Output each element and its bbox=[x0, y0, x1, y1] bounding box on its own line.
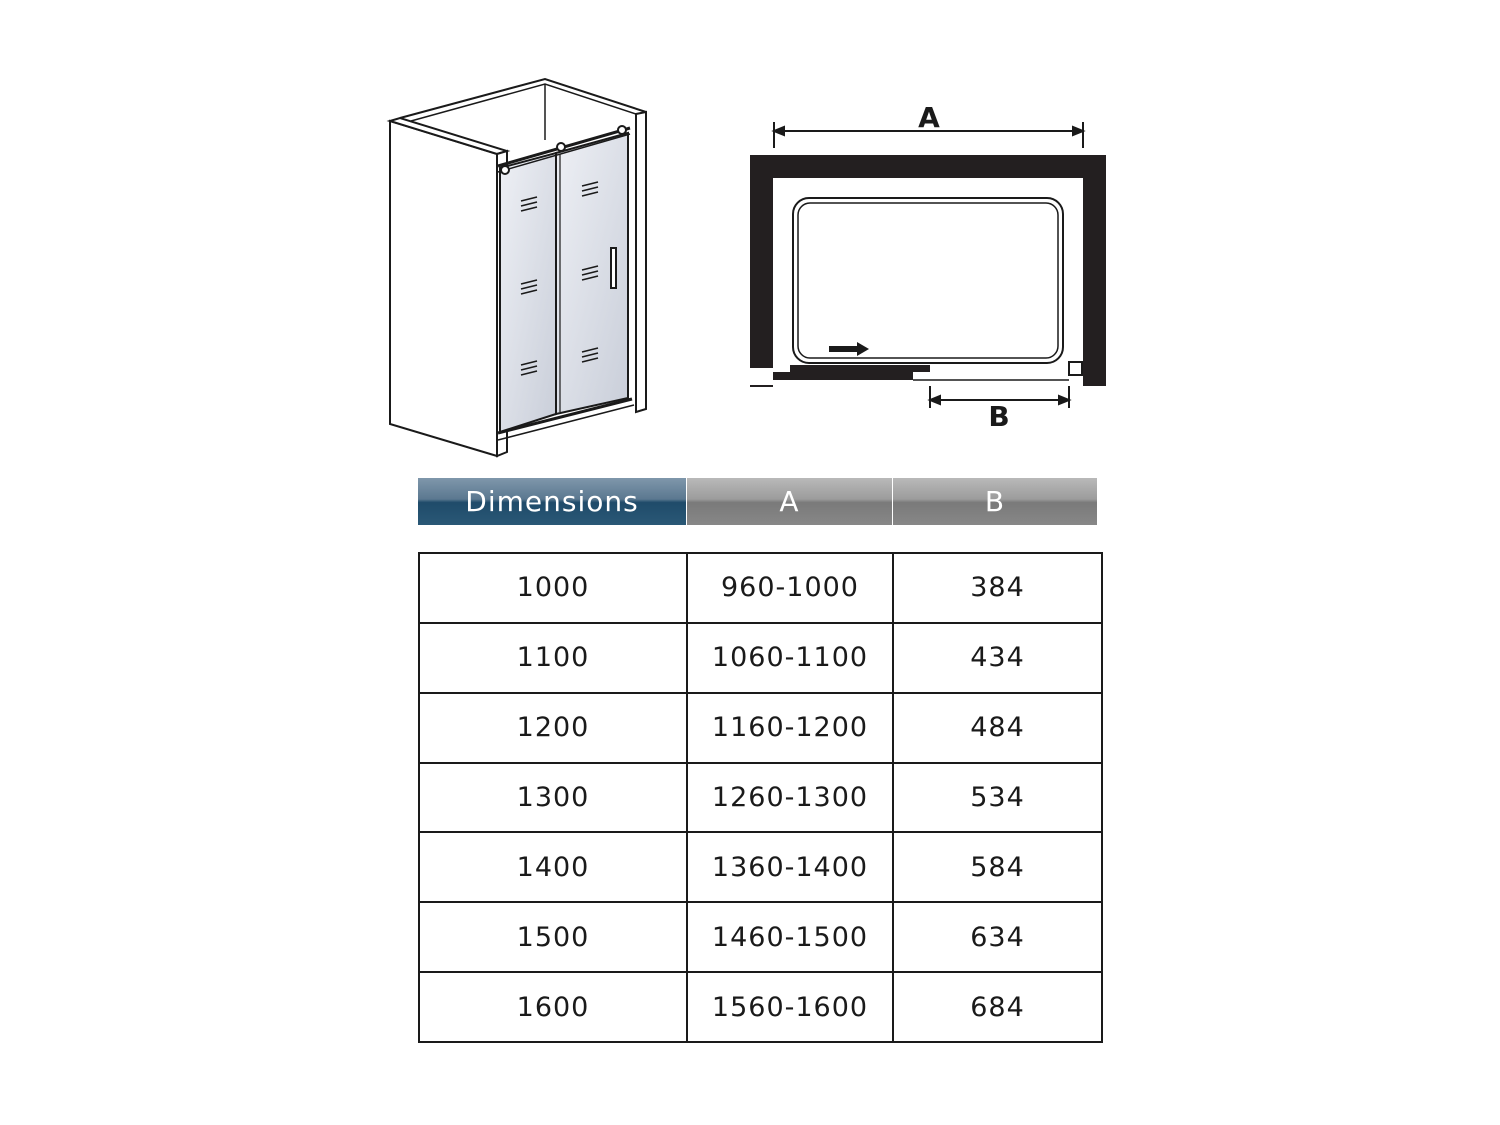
left-wall bbox=[389, 119, 498, 458]
table-row: 1400 1360-1400 584 bbox=[418, 831, 1103, 904]
shower-enclosure-illustration bbox=[386, 77, 647, 458]
cell-dimension: 1500 bbox=[418, 901, 688, 974]
frosted-stripes bbox=[520, 181, 599, 376]
table-row: 1200 1160-1200 484 bbox=[418, 691, 1103, 764]
cell-a: 1560-1600 bbox=[686, 971, 894, 1043]
cell-b: 584 bbox=[892, 831, 1103, 904]
dimension-b-line bbox=[927, 386, 1072, 408]
table-row: 1100 1060-1100 434 bbox=[418, 621, 1103, 694]
cell-b: 634 bbox=[892, 901, 1103, 974]
table-row: 1600 1560-1600 684 bbox=[418, 971, 1103, 1043]
header-dimensions: Dimensions bbox=[418, 478, 686, 525]
cell-b: 434 bbox=[892, 621, 1103, 694]
slide-direction-arrow-icon bbox=[829, 342, 869, 356]
dimension-b-label: B bbox=[988, 400, 1009, 433]
right-wall bbox=[635, 110, 647, 414]
sliding-panel-fixed bbox=[773, 372, 913, 380]
table-row: 1000 960-1000 384 bbox=[418, 552, 1103, 624]
top-view-diagram: A B bbox=[750, 101, 1106, 433]
door-handle bbox=[610, 247, 617, 289]
sliding-panel-door bbox=[790, 365, 930, 372]
dimensions-table: 1000 960-1000 384 1100 1060-1100 434 120… bbox=[418, 552, 1103, 1043]
glass-panel-right bbox=[555, 131, 629, 416]
cell-a: 960-1000 bbox=[686, 552, 894, 624]
cell-a: 1160-1200 bbox=[686, 691, 894, 764]
cell-dimension: 1100 bbox=[418, 621, 688, 694]
shower-tray bbox=[792, 197, 1064, 364]
cell-a: 1060-1100 bbox=[686, 621, 894, 694]
cell-dimension: 1000 bbox=[418, 552, 688, 624]
cell-dimension: 1400 bbox=[418, 831, 688, 904]
cell-b: 684 bbox=[892, 971, 1103, 1043]
table-row: 1300 1260-1300 534 bbox=[418, 761, 1103, 834]
cell-a: 1460-1500 bbox=[686, 901, 894, 974]
cell-a: 1260-1300 bbox=[686, 761, 894, 834]
cell-dimension: 1300 bbox=[418, 761, 688, 834]
header-a: A bbox=[686, 478, 892, 525]
cell-b: 534 bbox=[892, 761, 1103, 834]
dimension-a-line bbox=[771, 122, 1086, 148]
cell-a: 1360-1400 bbox=[686, 831, 894, 904]
dimension-a-label: A bbox=[918, 101, 940, 134]
cell-b: 484 bbox=[892, 691, 1103, 764]
header-b: B bbox=[892, 478, 1097, 525]
end-post bbox=[1068, 361, 1083, 376]
table-row: 1500 1460-1500 634 bbox=[418, 901, 1103, 974]
cell-dimension: 1200 bbox=[418, 691, 688, 764]
cell-dimension: 1600 bbox=[418, 971, 688, 1043]
cell-b: 384 bbox=[892, 552, 1103, 624]
